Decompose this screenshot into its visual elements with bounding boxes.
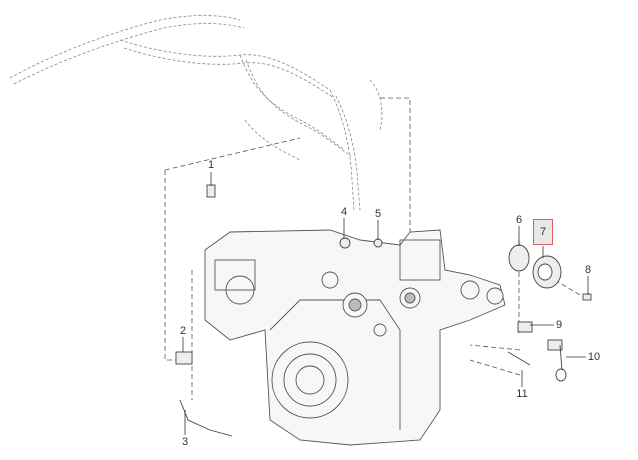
sensor-10: [547, 339, 563, 351]
seal-6: [508, 244, 530, 272]
callout-6[interactable]: 6: [515, 214, 523, 226]
callout-11[interactable]: 11: [516, 388, 528, 400]
connector-leaders: [164, 97, 586, 400]
callout-2[interactable]: 2: [179, 325, 187, 337]
bolt-8: [582, 293, 592, 301]
engine-block: [204, 229, 506, 446]
sensor-1: [206, 184, 216, 198]
callout-5[interactable]: 5: [374, 208, 382, 220]
sensor-3: [179, 399, 233, 437]
callout-1[interactable]: 1: [207, 159, 215, 171]
pin-11: [507, 351, 531, 366]
part-shapes: [175, 184, 592, 437]
callout-8[interactable]: 8: [584, 264, 592, 276]
wiring-harness: [9, 15, 383, 211]
callout-4[interactable]: 4: [340, 206, 348, 218]
callout-9[interactable]: 9: [555, 319, 563, 331]
callout-10[interactable]: 10: [587, 351, 601, 363]
sensor-2: [175, 351, 193, 365]
callout-lines: [182, 172, 589, 435]
callout-7-selected[interactable]: 7: [533, 219, 553, 245]
callout-3[interactable]: 3: [181, 436, 189, 448]
clip-9: [517, 321, 533, 333]
